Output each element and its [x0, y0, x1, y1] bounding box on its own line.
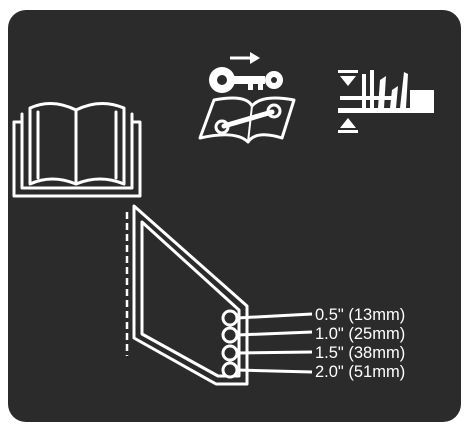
open-book-icon: [12, 102, 142, 198]
leader-line-4: [236, 368, 313, 374]
height-setting-label: 2.0" (51mm): [315, 363, 405, 381]
adjustment-hole-4: [221, 361, 239, 379]
cutting-height-adjust-icon: [338, 70, 434, 133]
wrench-on-manual-icon: [198, 96, 296, 144]
height-setting-label: 1.5" (38mm): [315, 344, 405, 362]
leader-line-2: [236, 330, 313, 337]
leader-lines: [236, 312, 313, 374]
height-setting-label: 0.5" (13mm): [315, 306, 405, 324]
adjustment-hole-3: [221, 344, 239, 362]
leader-line-1: [236, 312, 313, 320]
height-setting-label: 1.0" (25mm): [315, 325, 405, 343]
adjustment-holes: [221, 309, 239, 379]
adjustment-hole-2: [221, 326, 239, 344]
adjustment-hole-1: [221, 309, 239, 327]
remove-key-icon: [209, 52, 283, 93]
leader-line-3: [236, 350, 313, 355]
